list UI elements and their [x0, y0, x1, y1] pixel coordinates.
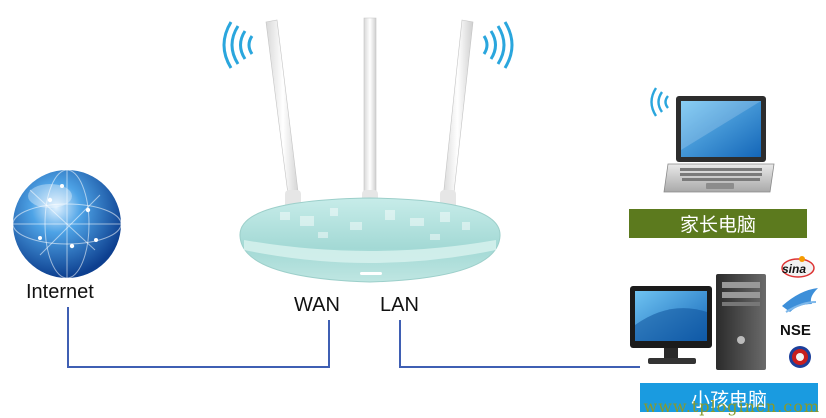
- sina-weibo-icon: [781, 256, 815, 278]
- desktop-pc-icon: [630, 274, 766, 370]
- laptop-icon: [663, 96, 775, 193]
- lan-label: LAN: [380, 294, 419, 316]
- lan-to-child-pc-line: [399, 320, 640, 368]
- router-wifi-right-icon: [482, 21, 514, 69]
- bird-logo-icon: [782, 288, 818, 313]
- router-icon: [239, 197, 501, 283]
- child-pc-label: 小孩电脑: [640, 383, 818, 412]
- laptop-wifi-icon: [650, 87, 669, 117]
- round-badge-icon: [789, 346, 811, 368]
- internet-globe-icon: [12, 169, 122, 279]
- nse-label: NSE: [780, 322, 811, 339]
- router-antennas: [265, 17, 474, 212]
- watermark-text: www.tplogincn.com: [643, 397, 820, 416]
- internet-to-wan-line: [67, 307, 330, 368]
- wan-label: WAN: [294, 294, 340, 316]
- parent-pc-label: 家长电脑: [629, 209, 807, 238]
- router-wifi-left-icon: [222, 21, 254, 69]
- connection-lines: [67, 307, 640, 368]
- sina-label: sina: [782, 262, 807, 276]
- internet-label: Internet: [26, 281, 94, 303]
